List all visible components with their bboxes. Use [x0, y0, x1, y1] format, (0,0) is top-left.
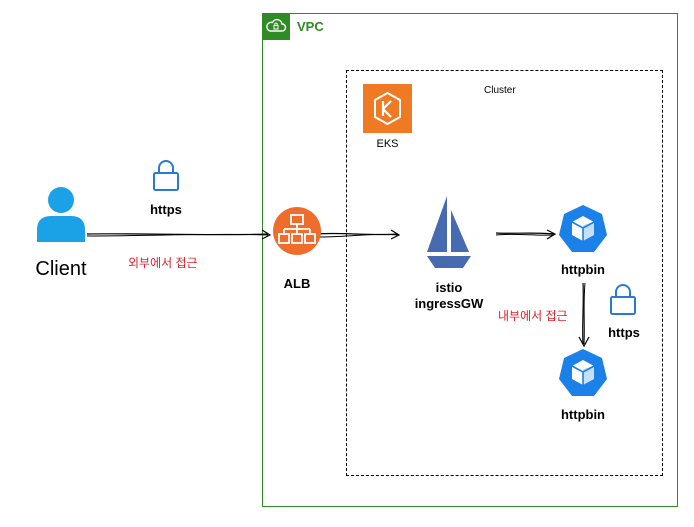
alb-label: ALB	[283, 276, 311, 291]
external-access-label: 외부에서 접근	[128, 256, 198, 270]
ingressgw-label: ingressGW	[414, 296, 484, 311]
cluster-label: Cluster	[484, 85, 516, 96]
user-icon	[35, 186, 87, 244]
httpbin-bottom-label: httpbin	[560, 407, 606, 422]
edge-istio-to-httpbin	[495, 229, 557, 240]
client-label: Client	[35, 258, 87, 280]
vpc-container	[262, 13, 678, 507]
lock-icon	[152, 158, 180, 192]
kubernetes-pod-icon	[558, 348, 608, 398]
eks-label: EKS	[376, 138, 399, 150]
edge-httpbin-to-httpbin	[578, 282, 590, 348]
internal-access-label: 내부에서 접근	[498, 309, 568, 323]
edge-alb-to-istio	[317, 229, 401, 240]
istio-sail-icon	[425, 196, 473, 270]
external-https-label: https	[150, 202, 182, 217]
istio-label: istio	[435, 280, 463, 295]
internal-https-label: https	[608, 325, 640, 340]
httpbin-top-label: httpbin	[560, 262, 606, 277]
cluster-container	[346, 70, 663, 476]
kubernetes-pod-icon	[558, 204, 608, 254]
eks-icon	[363, 84, 412, 133]
vpc-cloud-icon	[262, 13, 290, 40]
edge-client-to-alb	[86, 229, 272, 240]
load-balancer-icon	[272, 206, 322, 256]
lock-icon	[609, 282, 637, 316]
vpc-label: VPC	[297, 19, 324, 34]
